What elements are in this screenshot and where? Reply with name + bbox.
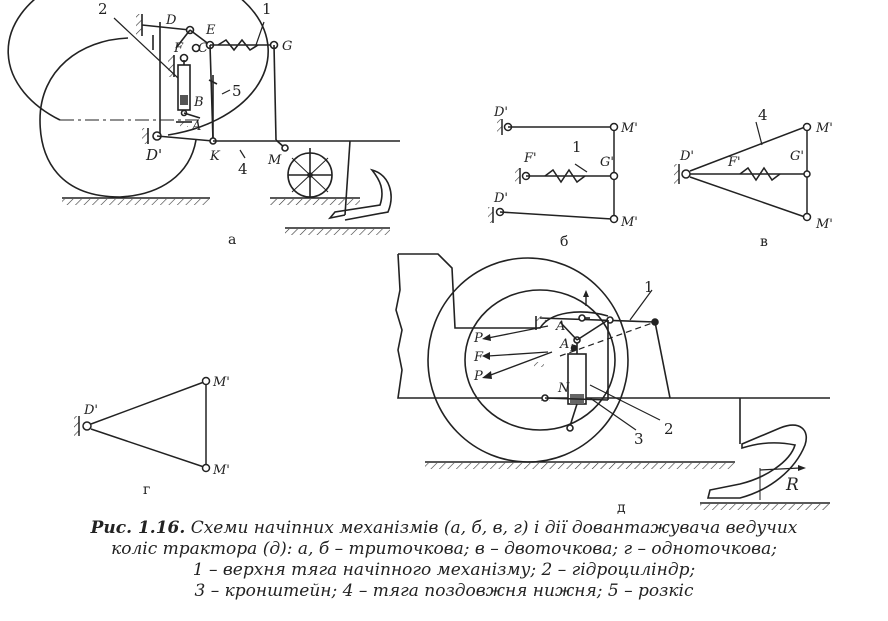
ground-hatch-d [425,463,735,469]
label-a-E: E [205,23,216,38]
label-a-M: M [267,153,282,168]
label-d-A: A [555,319,565,334]
label-d-P2: P [473,369,483,384]
label-v-M2: M' [815,217,833,232]
label-g-D: D' [83,403,98,418]
label-a-1: 1 [262,0,272,18]
diagram-v-labels: 4 D' M' F' G' M' в [679,106,833,250]
label-b-F: F' [523,151,537,166]
diagram-g [74,376,211,473]
label-d-2: 2 [664,420,674,438]
diagram-a [7,0,400,235]
label-b-G: G' [600,155,614,170]
sublabel-g: г [143,482,150,498]
label-a-5: 5 [232,82,242,100]
plow-body-d [706,424,807,499]
tractor-body [398,253,609,329]
label-g-M1: M' [212,375,230,390]
label-b-D2: D' [493,191,508,206]
label-d-1: 1 [644,278,654,296]
label-b-1: 1 [572,138,582,156]
caption-line-4: 3 – кронштейн; 4 – тяга поздовжня нижня;… [194,581,694,601]
sublabel-v: в [760,234,768,250]
label-b-M2: M' [620,215,638,230]
label-a-K: K [209,149,221,164]
diagram-g-labels: D' M' M' г [83,375,230,498]
label-a-A: A [191,119,201,134]
diagram-v [674,121,812,222]
diagram-b [488,119,619,224]
diagram-a-labels: 2 1 D E F C G 5 B A D' K 4 M а [98,0,292,248]
caption-prefix: Рис. 1.16. [90,518,186,538]
diagram-b-labels: D' M' F' 1 G' D' M' б [493,105,638,250]
rear-wheel [39,37,197,198]
label-a-C: C [198,41,208,56]
label-d-F: F [473,350,484,365]
label-v-G: G' [790,149,804,164]
label-v-4: 4 [758,106,768,124]
label-d-N: N [557,381,570,396]
tractor-wheel [427,257,629,463]
label-d-R: R [785,475,799,495]
label-v-D: D' [679,149,694,164]
label-a-D: D [165,13,177,28]
caption-line-3: 1 – верхня тяга начіпного механізму; 2 –… [192,560,696,580]
caption-line-1-text: Схеми начіпних механізмів (а, б, в, г) і… [185,518,798,538]
label-a-B: B [193,95,204,110]
label-d-3: 3 [634,430,644,448]
label-d-A1: A1 [559,337,575,354]
label-a-4: 4 [238,160,248,178]
sublabel-a: а [228,232,236,248]
label-a-D-prime: D' [145,146,162,164]
label-a-F: F [173,41,184,56]
sublabel-d: д [617,500,626,516]
figure-caption: Рис. 1.16. Схеми начіпних механізмів (а,… [0,518,888,602]
caption-line-2: коліс трактора (д): а, б – триточкова; в… [111,539,777,559]
label-b-M1: M' [620,121,638,136]
label-a-2: 2 [98,0,108,18]
sublabel-b: б [560,234,568,250]
diagram-d [395,253,830,510]
label-d-P1: P [473,331,483,346]
ground-hatch-a [62,199,210,205]
label-g-M2: M' [212,463,230,478]
diagram-d-labels: 1 P F P A A1 N 2 3 R д [473,278,799,516]
label-v-F: F' [727,155,741,170]
caption-line-1: Рис. 1.16. Схеми начіпних механізмів (а,… [0,518,888,539]
rear-wheel-arc [7,0,269,136]
label-v-M1: M' [815,121,833,136]
label-b-D1: D' [493,105,508,120]
label-a-G: G [282,39,292,54]
plow-body-a [327,168,392,221]
